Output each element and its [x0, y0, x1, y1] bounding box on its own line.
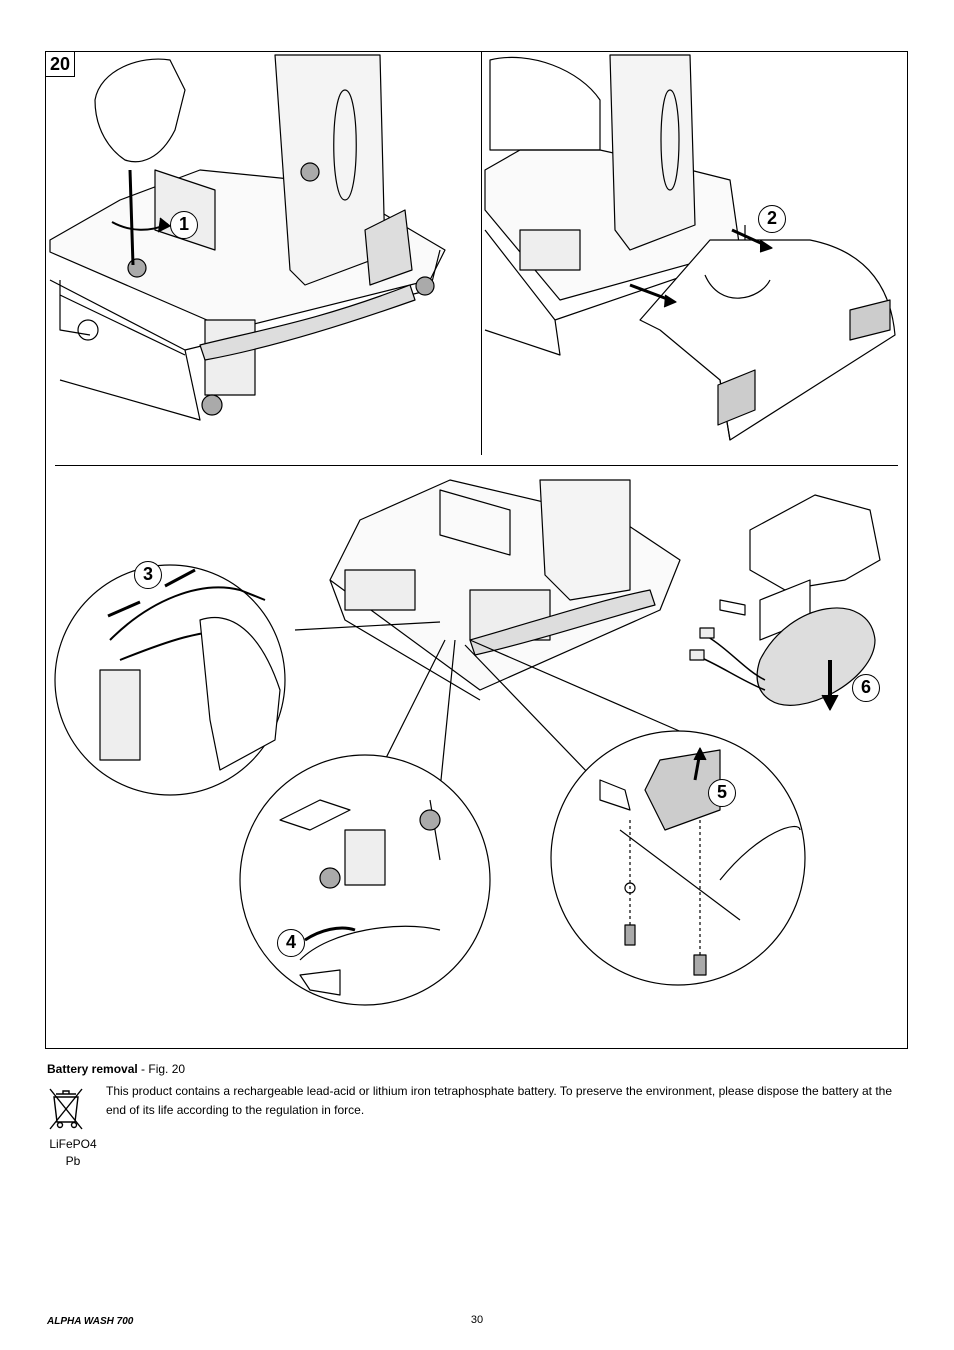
caption-title: Battery removal [47, 1062, 138, 1076]
page-number: 30 [470, 1314, 484, 1326]
caption-figure-ref: - Fig. 20 [137, 1062, 186, 1076]
battery-type-lifepo4: LiFePO4 [49, 1137, 97, 1151]
panel-divider-horizontal [55, 465, 898, 466]
figure-number: 20 [46, 52, 75, 77]
step-5-marker: 5 [708, 779, 736, 807]
panel-1-fixture [49, 54, 446, 421]
panel-2-cover-removed [484, 54, 896, 441]
panel-3-battery-steps [54, 479, 881, 1006]
disposal-notice: This product contains a rechargeable lea… [106, 1084, 893, 1117]
battery-type-pb: Pb [65, 1154, 81, 1168]
step-4-marker: 4 [277, 929, 305, 957]
figure-caption: Battery removal - Fig. 20 [47, 1062, 185, 1076]
footer-model-name: ALPHA WASH 700 [47, 1316, 134, 1327]
figure-frame [45, 51, 908, 1049]
step-3-marker: 3 [134, 561, 162, 589]
panel-divider-vertical [481, 51, 482, 455]
step-2-marker: 2 [758, 205, 786, 233]
battery-type-label: LiFePO4 Pb [42, 1136, 104, 1170]
step-6-marker: 6 [852, 674, 880, 702]
weee-bin-icon [49, 1088, 83, 1130]
step-1-marker: 1 [170, 211, 198, 239]
